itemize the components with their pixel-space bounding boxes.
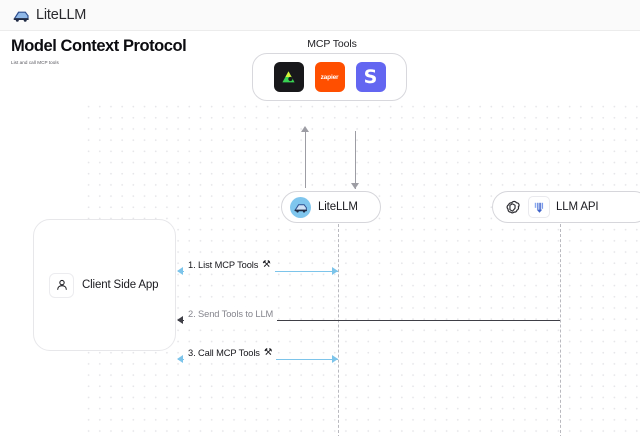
tools-to-litellm-arrowhead <box>301 126 309 132</box>
litellm-logo-icon <box>13 9 30 22</box>
brand-name: LiteLLM <box>36 7 87 23</box>
message-2-line <box>178 320 560 321</box>
message-2-label-wrap: 2. Send Tools to LLM <box>184 307 278 321</box>
zapier-tool-icon[interactable]: zapier <box>314 62 345 92</box>
linear-tool-icon[interactable] <box>273 62 304 92</box>
page-subtitle: List and call MCP tools <box>11 60 59 65</box>
slack-tool-icon[interactable]: S <box>355 62 386 92</box>
tools-icon: ⚒ <box>263 347 273 358</box>
message-1-arrowhead-left <box>177 267 183 275</box>
brand[interactable]: LiteLLM <box>13 7 86 23</box>
mcp-tools-title: MCP Tools <box>307 38 357 50</box>
litellm-to-tools-line <box>355 131 356 189</box>
lifeline-llm-api <box>560 224 561 436</box>
page-title: Model Context Protocol <box>11 37 187 55</box>
message-1-label: 1. List MCP Tools <box>188 260 259 270</box>
zapier-wordmark: zapier <box>320 73 339 81</box>
message-1-arrowhead-right <box>332 267 338 275</box>
mcp-tools-group[interactable]: zapier S <box>252 53 407 101</box>
anthropic-icon <box>528 196 550 218</box>
node-llm-api[interactable]: LLM API <box>492 191 640 223</box>
node-litellm-label: LiteLLM <box>318 201 358 213</box>
node-litellm[interactable]: LiteLLM <box>281 191 381 223</box>
openai-icon <box>502 197 522 217</box>
top-navigation-bar: LiteLLM <box>0 0 640 31</box>
message-2-label: 2. Send Tools to LLM <box>188 309 274 319</box>
node-llm-api-label: LLM API <box>556 201 599 213</box>
message-3-arrowhead-left <box>177 355 183 363</box>
litellm-avatar-icon <box>290 196 311 218</box>
person-icon <box>49 272 74 298</box>
message-1-label-wrap: 1. List MCP Tools ⚒ <box>184 258 275 272</box>
node-client-side-app-label: Client Side App <box>82 279 159 291</box>
message-3-label-wrap: 3. Call MCP Tools ⚒ <box>184 346 277 360</box>
node-client-side-app[interactable]: Client Side App <box>33 219 176 351</box>
message-3-label: 3. Call MCP Tools <box>188 348 260 358</box>
tools-to-litellm-line <box>305 130 306 188</box>
litellm-to-tools-arrowhead <box>351 183 359 189</box>
message-2-arrowhead-left <box>177 316 183 324</box>
lifeline-litellm <box>338 224 339 436</box>
tools-icon: ⚒ <box>262 259 271 270</box>
page-header: Model Context Protocol List and call MCP… <box>11 31 341 66</box>
slack-letter: S <box>363 65 378 88</box>
message-3-arrowhead-right <box>332 355 338 363</box>
diagram-canvas[interactable]: MCP Tools zapier S <box>0 31 640 436</box>
